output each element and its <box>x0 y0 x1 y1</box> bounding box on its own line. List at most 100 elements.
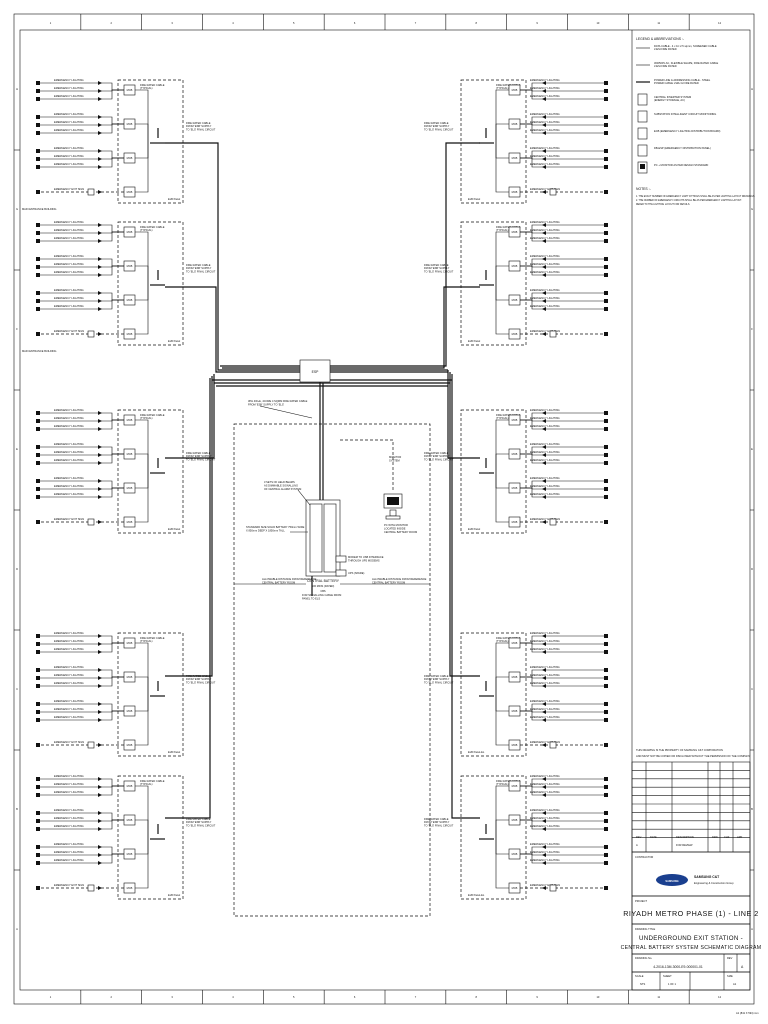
arrow-icon <box>98 827 102 831</box>
circuit-label: EMERGENCY LIGHTING <box>530 128 560 132</box>
mcb-label: MCB <box>512 886 518 890</box>
arrow-icon <box>98 785 102 789</box>
light-fitting-icon <box>604 785 608 789</box>
mcb-label: MCB <box>512 298 518 302</box>
ups-icon <box>335 569 347 577</box>
arrow-icon <box>542 299 546 303</box>
light-fitting-icon <box>36 684 40 688</box>
circuit-label: EMERGENCY EXIT SIGN <box>530 517 560 521</box>
arrow-icon <box>542 461 546 465</box>
level-note: MAIN ENTRANCE BUILDING <box>22 207 56 211</box>
light-fitting-icon <box>604 123 608 127</box>
top-tick-label: 3 <box>171 21 173 25</box>
light-fitting-icon <box>604 702 608 706</box>
mcb-label: MCB <box>127 156 133 160</box>
circuit-label: EMERGENCY LIGHTING <box>54 112 84 116</box>
confidential-line-2: AND MUST NOT BE COPIED OR DISCLOSED WITH… <box>636 754 751 758</box>
circuit-label: EMERGENCY LIGHTING <box>54 450 84 454</box>
side-tick-label: F <box>16 327 18 331</box>
circuit-label: EMERGENCY LIGHTING <box>54 288 84 292</box>
circuit-label: EMERGENCY LIGHTING <box>530 850 560 854</box>
ups-note: UPS (SPARE) <box>348 571 365 575</box>
circuit-label: EMERGENCY LIGHTING <box>54 842 84 846</box>
legend-item: DB-ESP (EMERGENCY DISTRIBUTION PANEL) <box>637 144 711 157</box>
circuit-label: EMERGENCY EXIT SIGN <box>530 883 560 887</box>
light-fitting-icon <box>604 265 608 269</box>
arrow-icon <box>98 223 102 227</box>
mcb-label: MCB <box>127 818 133 822</box>
circuit-label: EMERGENCY LIGHTING <box>530 774 560 778</box>
arrow-icon <box>542 115 546 119</box>
mcb-label: MCB <box>512 332 518 336</box>
panel-name: ELB Panel <box>168 527 181 531</box>
arrow-icon <box>98 479 102 483</box>
rev-header-app: APP <box>737 835 742 839</box>
drawing-no: 4-2016-13M-3000-E9-000001-01 <box>653 965 703 969</box>
light-fitting-icon <box>604 777 608 781</box>
arrow-icon <box>542 81 546 85</box>
light-fitting-icon <box>36 411 40 415</box>
feeder-bus <box>165 142 480 819</box>
light-fitting-icon <box>36 718 40 722</box>
circuit-label: EMERGENCY LIGHTING <box>54 304 84 308</box>
mcb-label: MCB <box>127 709 133 713</box>
arrow-icon <box>98 743 102 747</box>
circuit-label: EMERGENCY LIGHTING <box>54 824 84 828</box>
bottom-tick-label: 12 <box>718 995 721 999</box>
arrow-icon <box>98 291 102 295</box>
arrow-icon <box>98 231 102 235</box>
mcb-label: MCB <box>127 88 133 92</box>
arrow-icon <box>98 793 102 797</box>
sheet-label: SHEET <box>663 974 672 978</box>
circuit-label: EMERGENCY LIGHTING <box>54 78 84 82</box>
light-fitting-icon <box>604 710 608 714</box>
side-tick-label: D <box>16 567 18 571</box>
arrow-icon <box>98 411 102 415</box>
top-tick-label: 12 <box>718 21 721 25</box>
light-fitting-icon <box>604 97 608 101</box>
size-label: SIZE <box>727 974 733 978</box>
light-fitting-icon <box>36 445 40 449</box>
light-fitting-icon <box>36 793 40 797</box>
circuit-label: EMERGENCY LIGHTING <box>54 296 84 300</box>
circuit-label: EMERGENCY LIGHTING <box>54 715 84 719</box>
exit-sign-icon <box>87 518 95 526</box>
circuit-label: EMERGENCY LIGHTING <box>54 665 84 669</box>
exit-sign-icon <box>549 330 557 338</box>
light-fitting-icon <box>604 811 608 815</box>
samsung-logo <box>656 874 688 886</box>
arrow-icon <box>98 650 102 654</box>
rev-value: A <box>741 965 744 969</box>
arrow-icon <box>98 273 102 277</box>
legend-symbol-icon <box>637 93 648 106</box>
light-fitting-icon <box>36 495 40 499</box>
circuit-label: EMERGENCY LIGHTING <box>530 790 560 794</box>
light-fitting-icon <box>604 419 608 423</box>
arrow-icon <box>542 479 546 483</box>
light-fitting-icon <box>36 520 40 524</box>
light-fitting-icon <box>604 684 608 688</box>
arrow-icon <box>542 702 546 706</box>
light-fitting-icon <box>36 702 40 706</box>
light-fitting-icon <box>604 718 608 722</box>
outer-frame <box>13 13 755 1005</box>
circuit-label: EMERGENCY LIGHTING <box>530 146 560 150</box>
circuit-label: EMERGENCY EXIT SIGN <box>54 740 84 744</box>
modem-icon <box>335 555 347 563</box>
mcb-label: MCB <box>127 190 133 194</box>
circuit-label: EMERGENCY LIGHTING <box>54 774 84 778</box>
circuit-label: EMERGENCY LIGHTING <box>530 458 560 462</box>
arrow-icon <box>542 190 546 194</box>
